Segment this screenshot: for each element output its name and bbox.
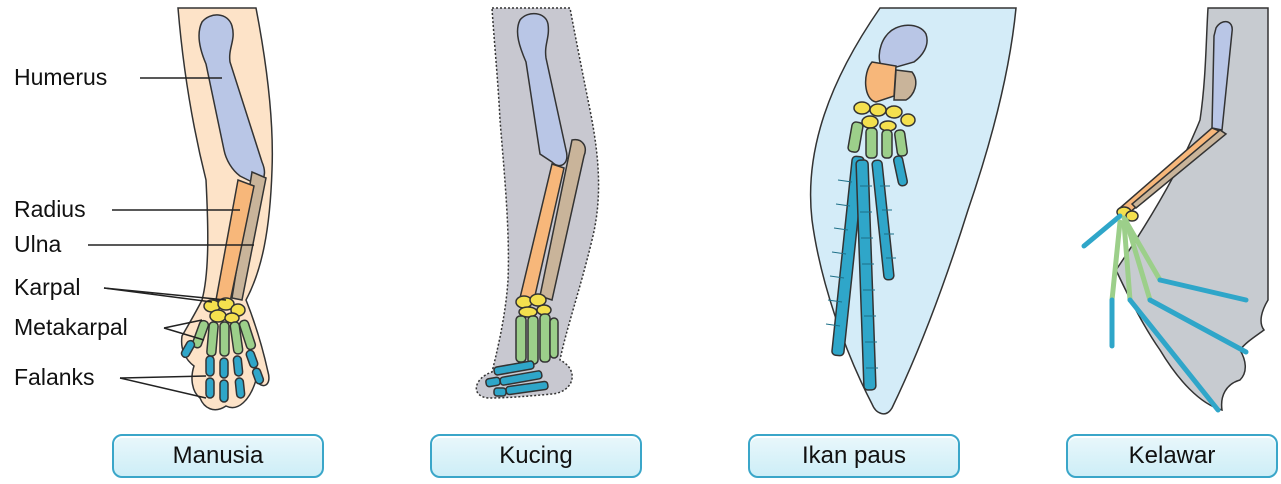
label-metakarpal: Metakarpal	[14, 316, 128, 339]
bat-finger-4-metacarpal	[1112, 222, 1120, 300]
label-radius: Radius	[14, 198, 86, 221]
whale-flipper	[811, 8, 1016, 414]
caption-bat: Kelawar	[1066, 434, 1278, 478]
whale-radius	[866, 62, 896, 102]
caption-cat: Kucing	[430, 434, 642, 478]
label-ulna: Ulna	[14, 233, 61, 256]
label-falanks: Falanks	[14, 366, 95, 389]
caption-human: Manusia	[112, 434, 324, 478]
cat-leg	[476, 8, 598, 398]
human-arm	[178, 8, 272, 410]
label-karpal: Karpal	[14, 276, 80, 299]
bat-wing	[1084, 8, 1268, 410]
bat-finger-thumb	[1084, 216, 1120, 246]
caption-whale: Ikan paus	[748, 434, 960, 478]
cat-metacarpals	[516, 314, 558, 364]
label-humerus: Humerus	[14, 66, 107, 89]
